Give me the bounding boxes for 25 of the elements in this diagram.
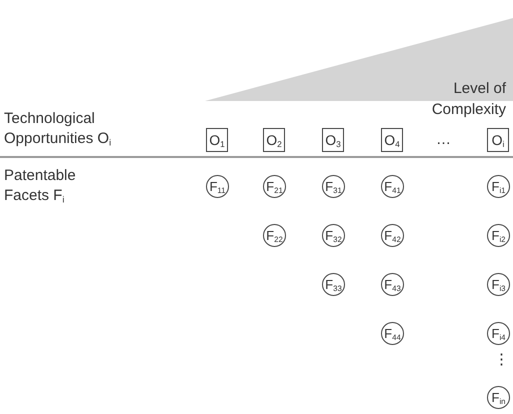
facet-circle: F$_{21}$: [263, 175, 286, 198]
facet-circle: F$_{31}$: [322, 175, 345, 198]
ellipsis: ⋮: [494, 350, 504, 370]
facet-circle: F$_{in}$: [487, 386, 510, 409]
facet-circle: F$_{i3}$: [487, 273, 510, 296]
opportunity-box: O$_{i}$: [487, 128, 509, 152]
ellipsis: …: [436, 130, 452, 150]
facet-circle: F$_{43}$: [381, 273, 404, 296]
facet-circle: F$_{32}$: [322, 224, 345, 247]
row-heading: Patentable Facets F$_{i}$: [4, 166, 77, 206]
axis-title: Level of Complexity: [430, 79, 506, 120]
facet-circle: F$_{i4}$: [487, 322, 510, 345]
facet-circle: F$_{41}$: [381, 175, 404, 198]
facet-circle: F$_{i2}$: [487, 224, 510, 247]
opportunity-box: O$_{1}$: [206, 128, 228, 152]
facet-circle: F$_{11}$: [206, 175, 229, 198]
facet-circle: F$_{i1}$: [487, 175, 510, 198]
opportunity-box: O$_{3}$: [322, 128, 344, 152]
facet-circle: F$_{33}$: [322, 273, 345, 296]
facet-circle: F$_{22}$: [263, 224, 286, 247]
opportunity-box: O$_{4}$: [381, 128, 403, 152]
facet-circle: F$_{44}$: [381, 322, 404, 345]
opportunity-box: O$_{2}$: [263, 128, 285, 152]
facet-circle: F$_{42}$: [381, 224, 404, 247]
row-heading: Technological Opportunities O$_{i}$: [4, 109, 112, 149]
